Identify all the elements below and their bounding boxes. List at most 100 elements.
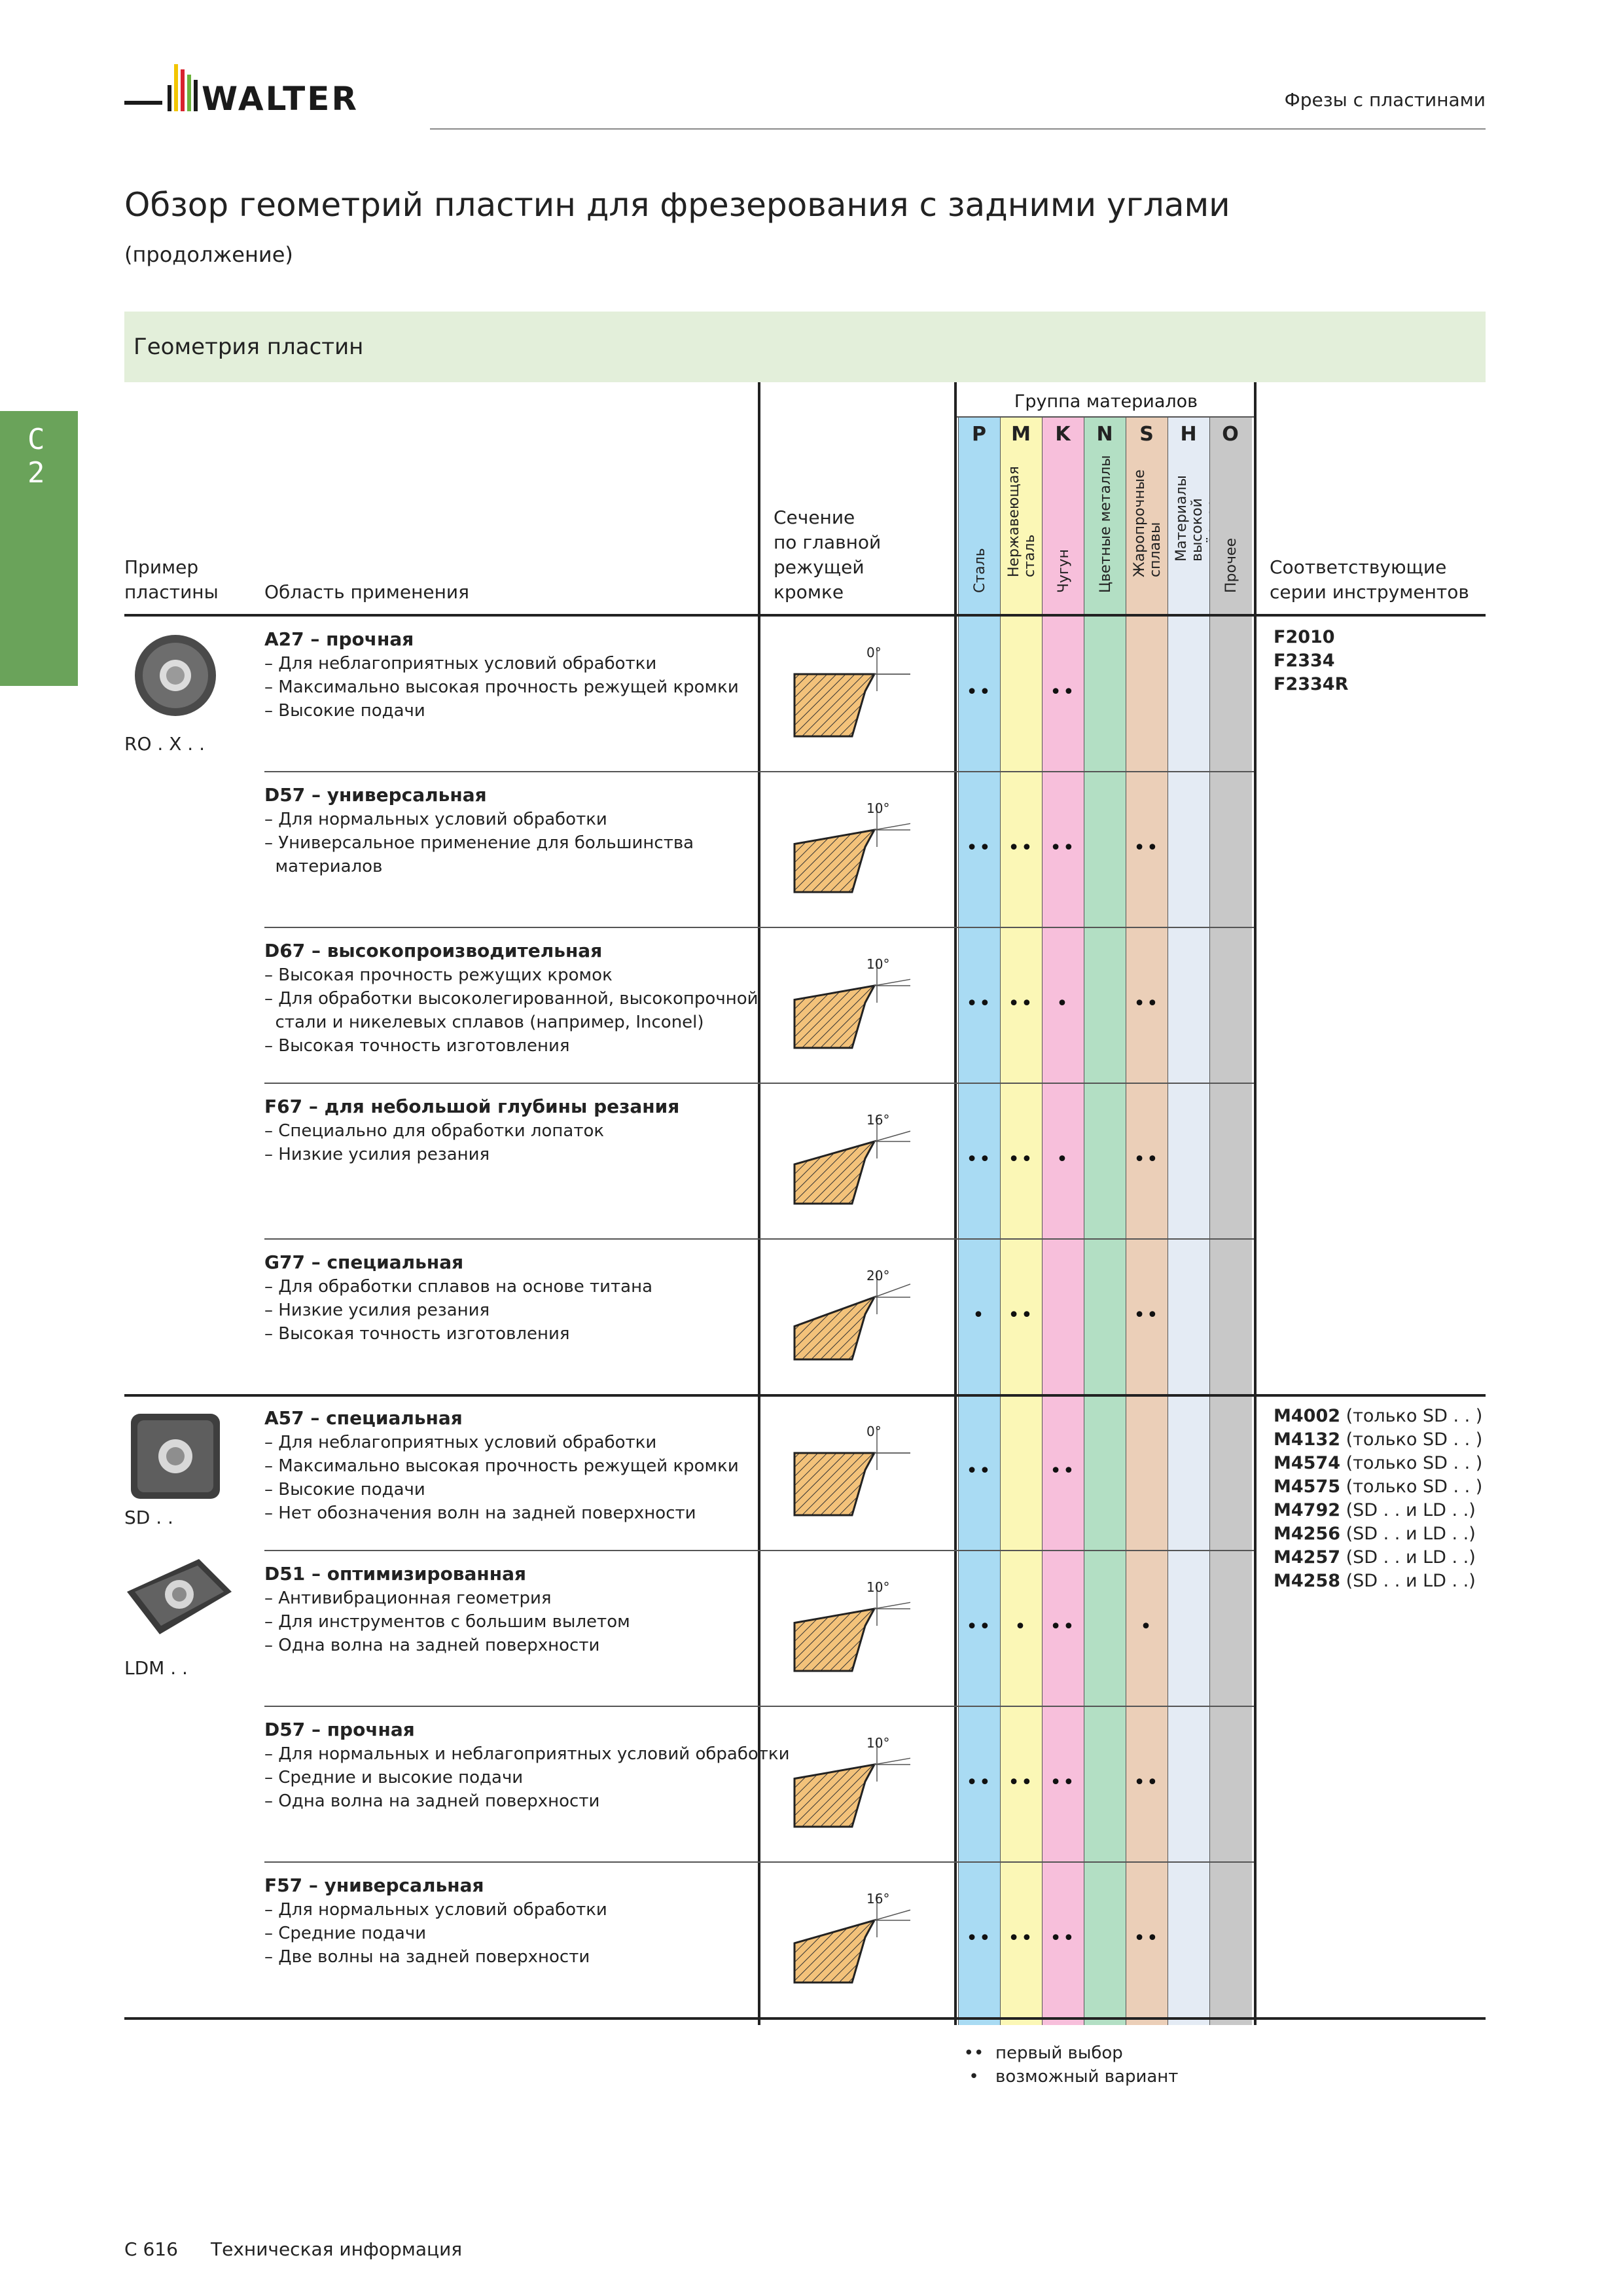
tool-series: F2334: [1274, 651, 1335, 671]
col-header-area: Область применения: [264, 581, 469, 603]
suitability-mark: ••: [1050, 1927, 1076, 1950]
suitability-mark: ••: [1133, 992, 1160, 1015]
suitability-mark: •: [1140, 1615, 1153, 1638]
header-rule: [430, 128, 1486, 130]
rake-angle-label: 0°: [866, 645, 882, 660]
material-column-k: [1042, 418, 1084, 2025]
row-rule: [264, 1083, 1254, 1084]
material-letter: O: [1222, 423, 1239, 446]
rake-angle-label: 20°: [866, 1268, 889, 1283]
suitability-mark: ••: [966, 1927, 992, 1950]
suitability-mark: ••: [1133, 1927, 1160, 1950]
geometry-title: A27 – прочная: [264, 628, 414, 650]
tool-series: M4256 (SD . . и LD . .): [1274, 1524, 1476, 1544]
rake-angle-label: 10°: [866, 1735, 889, 1751]
legend-item: •возможный вариант: [969, 2067, 1179, 2087]
square-insert-image: [131, 1414, 220, 1499]
cross-section-diagram: 10°: [793, 800, 911, 893]
material-letter: S: [1139, 423, 1154, 446]
cross-section-diagram: 10°: [793, 956, 911, 1049]
geometry-feature: – Одна волна на задней поверхности: [264, 1636, 600, 1655]
walter-logo: WALTER: [124, 60, 399, 126]
suitability-mark: •: [1056, 992, 1069, 1015]
suitability-mark: •: [1056, 1148, 1069, 1171]
geometry-title: G77 – специальная: [264, 1251, 464, 1273]
page-subtitle: (продолжение): [124, 242, 293, 267]
material-letter: H: [1180, 423, 1197, 446]
suitability-mark: ••: [1133, 1148, 1160, 1171]
col-header-example: Пример пластины: [124, 556, 219, 603]
suitability-mark: ••: [1008, 836, 1034, 859]
row-rule: [264, 1550, 1254, 1551]
round-insert-image: [135, 635, 216, 716]
geometry-feature: – Одна волна на задней поверхности: [264, 1791, 600, 1811]
row-rule: [264, 771, 1254, 772]
rake-angle-label: 0°: [866, 1424, 882, 1439]
geometry-feature: – Для нормальных и неблагоприятных услов…: [264, 1744, 790, 1764]
geometry-feature: – Для неблагоприятных условий обработки: [264, 1433, 657, 1452]
side-tab: C 2: [0, 411, 78, 686]
material-column-m: [1000, 418, 1043, 2025]
footer-page: C 616: [124, 2238, 178, 2260]
geometry-feature: – Для неблагоприятных условий обработки: [264, 654, 657, 673]
suitability-mark: ••: [966, 992, 992, 1015]
footer-section: Техническая информация: [211, 2238, 463, 2260]
geometry-title: F57 – универсальная: [264, 1874, 484, 1896]
geometry-feature: – Для обработки сплавов на основе титана: [264, 1277, 653, 1297]
svg-text:WALTER: WALTER: [202, 80, 359, 118]
suitability-mark: ••: [1008, 1148, 1034, 1171]
insert-code: SD . .: [124, 1507, 173, 1528]
geometry-feature: стали и никелевых сплавов (например, Inc…: [264, 1013, 704, 1032]
cross-section-diagram: 10°: [793, 1579, 911, 1672]
suitability-mark: ••: [966, 1460, 992, 1482]
cross-section-diagram: 10°: [793, 1735, 911, 1828]
rake-angle-label: 10°: [866, 956, 889, 972]
suitability-mark: ••: [966, 836, 992, 859]
material-group-title: Группа материалов: [1014, 391, 1198, 412]
material-column-h: [1168, 418, 1210, 2025]
row-rule: [124, 1394, 1486, 1397]
geometry-feature: – Высокая прочность режущих кромок: [264, 965, 613, 985]
tool-series: M4002 (только SD . . ): [1274, 1406, 1483, 1426]
legend-item: ••первый выбор: [963, 2043, 1123, 2063]
suitability-mark: ••: [1050, 1460, 1076, 1482]
suitability-mark: ••: [966, 1615, 992, 1638]
tool-series: M4574 (только SD . . ): [1274, 1453, 1483, 1473]
tool-series: M4575 (только SD . . ): [1274, 1477, 1483, 1497]
tool-series: M4132 (только SD . . ): [1274, 1429, 1483, 1450]
suitability-mark: •: [1014, 1615, 1027, 1638]
cross-section-diagram: 16°: [793, 1112, 911, 1205]
suitability-mark: ••: [1008, 1771, 1034, 1794]
geometry-title: D57 – универсальная: [264, 784, 487, 806]
side-tab-label: C 2: [27, 423, 45, 490]
row-rule: [264, 1238, 1254, 1240]
rake-angle-label: 16°: [866, 1112, 889, 1128]
material-column-o: [1209, 418, 1252, 2025]
suitability-mark: ••: [966, 1771, 992, 1794]
row-rule: [124, 2017, 1486, 2020]
header-rule: [124, 614, 1486, 617]
geometry-feature: – Для нормальных условий обработки: [264, 810, 607, 829]
suitability-mark: ••: [1008, 992, 1034, 1015]
rake-angle-label: 10°: [866, 800, 889, 816]
geometry-feature: – Максимально высокая прочность режущей …: [264, 1456, 739, 1476]
cross-section-diagram: 0°: [793, 645, 910, 738]
cross-section-diagram: 20°: [793, 1268, 911, 1361]
geometry-feature: – Низкие усилия резания: [264, 1300, 490, 1320]
col-header-series: Соответствующие серии инструментов: [1270, 556, 1469, 603]
insert-code: RO . X . .: [124, 733, 205, 755]
tool-series: M4792 (SD . . и LD . .): [1274, 1500, 1476, 1520]
tool-series: M4258 (SD . . и LD . .): [1274, 1571, 1476, 1591]
row-rule: [264, 1706, 1254, 1707]
rake-angle-label: 10°: [866, 1579, 889, 1595]
geometry-title: D67 – высокопроизводительная: [264, 940, 603, 961]
geometry-title: A57 – специальная: [264, 1407, 463, 1429]
legend: ••первый выбор •возможный вариант: [952, 2043, 1179, 2090]
material-letter: N: [1096, 423, 1113, 446]
column-divider: [954, 382, 957, 2025]
material-column-s: [1126, 418, 1168, 2025]
geometry-feature: – Для обработки высоколегированной, высо…: [264, 989, 758, 1009]
suitability-mark: ••: [1133, 836, 1160, 859]
tool-series: F2334R: [1274, 674, 1349, 694]
suitability-mark: ••: [1133, 1771, 1160, 1794]
